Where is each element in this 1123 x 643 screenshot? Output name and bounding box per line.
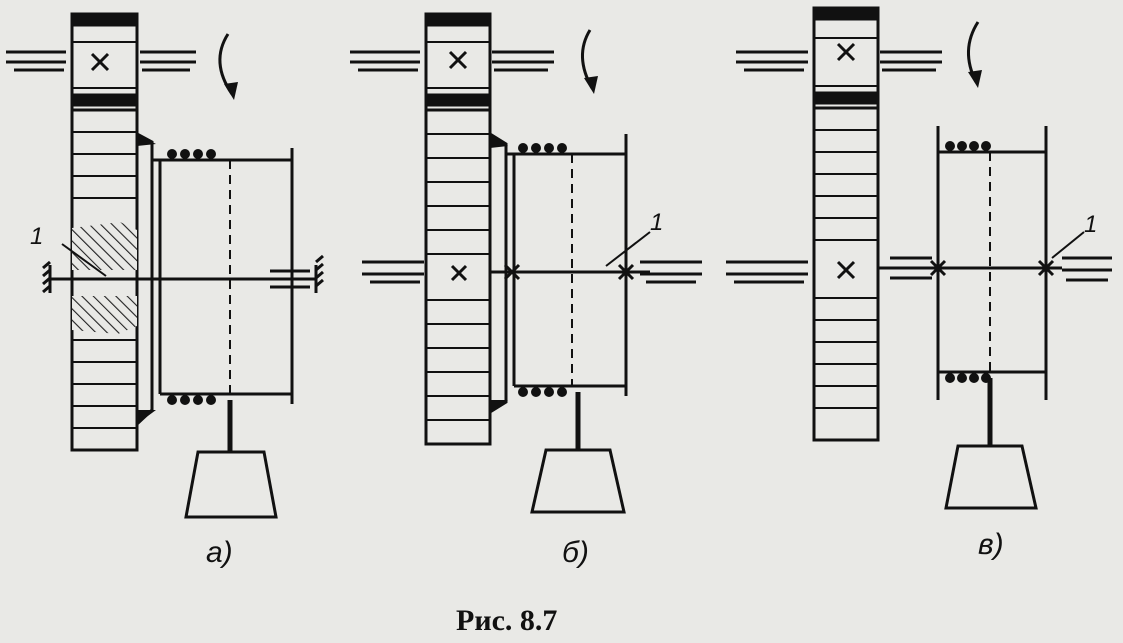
callout-leader-b [605, 231, 651, 267]
panel-a-schematic [6, 12, 324, 519]
load-weight [944, 378, 1038, 510]
rotation-arrow-icon [580, 29, 598, 94]
figure-caption: Рис. 8.7 [456, 604, 557, 637]
pinion-gear [70, 12, 139, 112]
load-weight [530, 392, 626, 514]
pinion-shaft [350, 50, 554, 72]
callout-leader-v [1051, 231, 1085, 259]
pinion-axis-cross-icon [90, 52, 110, 72]
fixed-axle [42, 254, 324, 294]
rotating-axle [726, 256, 1112, 284]
gear-wheel [424, 108, 492, 446]
axle-joint-icon [503, 263, 635, 281]
callout-number-a: 1 [30, 223, 43, 250]
rope-drum [152, 148, 294, 404]
gear-wheel [812, 106, 880, 442]
callout-leader-a [61, 243, 107, 277]
gear-axis-cross-icon [836, 260, 856, 280]
axle-joint-icon [929, 259, 1055, 277]
pinion-gear [812, 6, 880, 110]
panel-b-schematic [350, 12, 702, 514]
pinion-shaft [736, 50, 942, 72]
rope-coils [945, 141, 991, 383]
pinion-axis-cross-icon [836, 42, 856, 62]
callout-number-b: 1 [650, 209, 663, 236]
callout-number-v: 1 [1084, 211, 1097, 238]
rope-coils [518, 143, 567, 397]
rope-coils [167, 149, 216, 405]
load-weight [184, 400, 278, 519]
pinion-shaft [6, 50, 196, 72]
panel-label-v: в) [978, 528, 1004, 561]
rotation-arrow-icon [218, 33, 238, 100]
pinion-axis-cross-icon [448, 50, 468, 70]
rope-drum [936, 126, 1048, 400]
rotation-arrow-icon [966, 21, 982, 88]
rotating-axle [362, 260, 702, 284]
panel-label-a: а) [206, 536, 233, 569]
panel-label-b: б) [562, 536, 589, 569]
gear-axis-cross-icon [450, 264, 468, 282]
panel-v-schematic [726, 6, 1112, 510]
